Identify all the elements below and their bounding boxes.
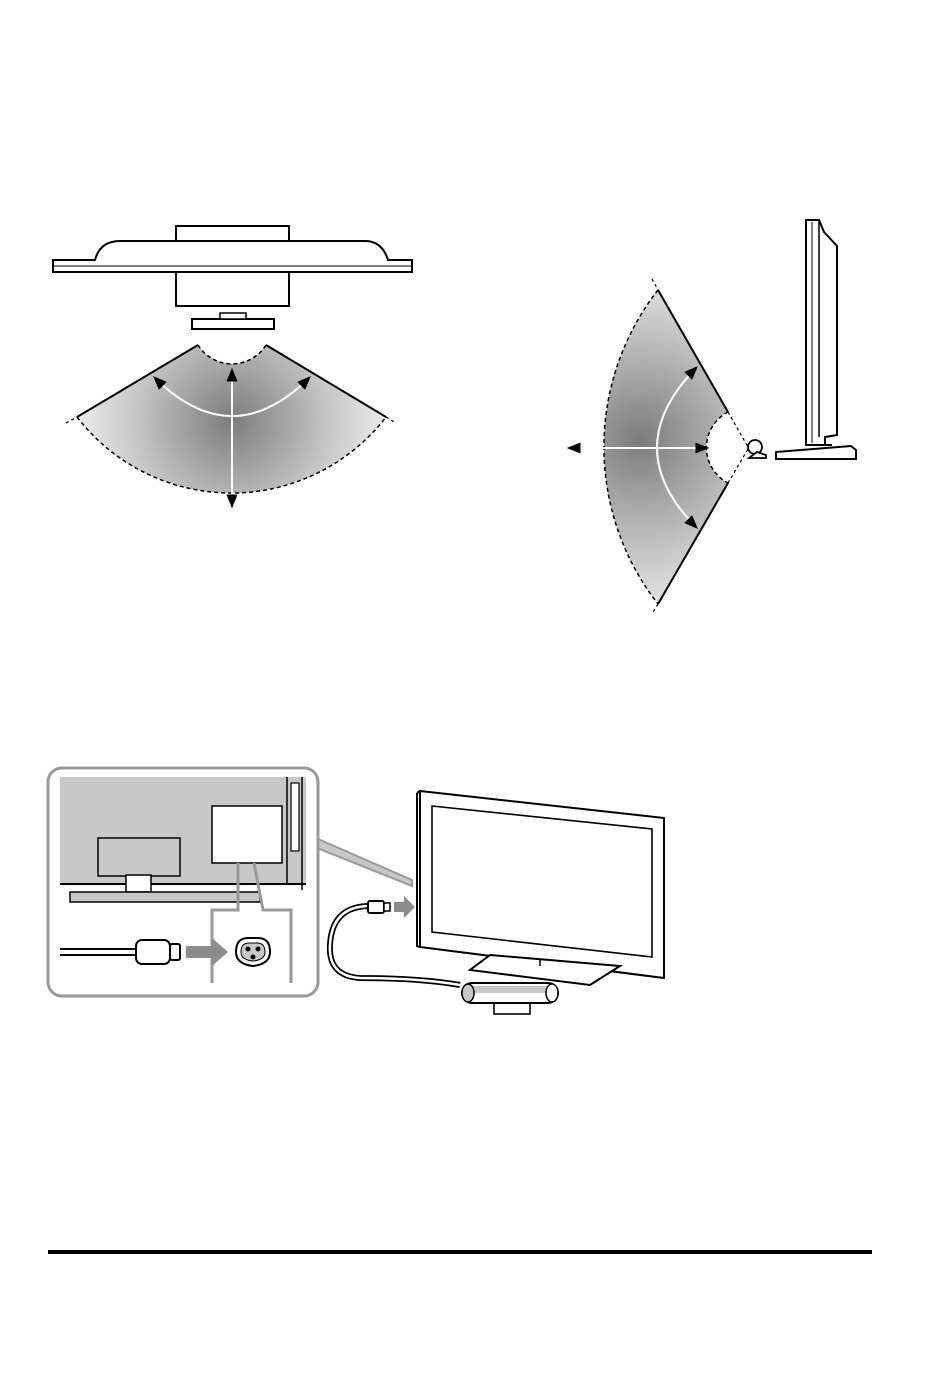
tv-front-view: [417, 791, 664, 985]
camera-bar-icon: [462, 983, 558, 1014]
camera-socket-icon: [236, 938, 270, 966]
top-view-figure: [53, 226, 412, 507]
camera-icon: [748, 440, 766, 458]
camera-top-view: [192, 313, 274, 329]
zoom-inset: [48, 768, 318, 996]
cable-plug-icon: [136, 940, 180, 964]
tv-top-view: [53, 226, 412, 306]
footer-rule: [48, 1250, 872, 1254]
tv-arrow-right-icon: [394, 896, 415, 918]
tv-cable-plug-icon: [368, 901, 390, 913]
connection-figure: [48, 768, 664, 1014]
side-view-figure: [568, 220, 856, 614]
tv-side-view: [776, 220, 856, 459]
